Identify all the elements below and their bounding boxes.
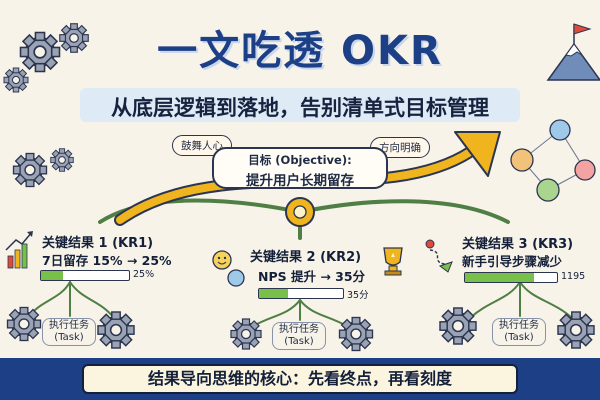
kr3-progress-bar: [464, 272, 558, 283]
task-label: 执行任务 (Task): [492, 318, 546, 346]
smiley-icon: [212, 250, 245, 287]
speech-bubble-left: 鼓舞人心: [172, 135, 232, 156]
kr2-title: 关键结果 2 (KR2): [250, 250, 362, 265]
objective-label: 目标 (Objective):: [248, 153, 352, 167]
route-icon: [425, 239, 453, 273]
objective-text: 提升用户长期留存: [246, 173, 354, 189]
kr1-metric: 7日留存 15% → 25%: [42, 253, 172, 268]
kr1-progress-bar: [40, 270, 130, 281]
mountain-flag-icon: [546, 23, 600, 81]
page-subtitle: 从底层逻辑到落地，告别清单式目标管理: [111, 96, 489, 120]
gear-icon: [12, 148, 74, 188]
kr2-progress-fill: [259, 289, 289, 298]
footer-slogan: 结果导向思维的核心：先看终点，再看刻度: [82, 364, 518, 394]
person-icon: [510, 119, 596, 202]
kr3-progress-label: 1195: [561, 271, 586, 282]
kr3-metric: 新手引导步骤减少: [462, 254, 563, 269]
kr3-progress-fill: [465, 273, 534, 282]
kr2-progress-bar: [258, 288, 344, 299]
chart-icon: [5, 231, 33, 269]
kr1-progress-fill: [41, 271, 63, 280]
objective-box: 目标 (Objective): 提升用户长期留存: [212, 147, 388, 189]
task-label: 执行任务 (Task): [272, 322, 326, 350]
kr1-title: 关键结果 1 (KR1): [42, 236, 154, 251]
kr1-progress-label: 25%: [133, 269, 155, 280]
subtitle-band: [80, 88, 520, 122]
kr2-metric: NPS 提升 → 35分: [258, 269, 366, 284]
page-title: 一文吃透 OKR: [157, 28, 443, 74]
task-label: 执行任务 (Task): [42, 318, 96, 346]
trophy-icon: [383, 247, 403, 276]
central-hub-icon: [285, 197, 315, 227]
kr2-progress-label: 35分: [347, 290, 369, 301]
kr3-title: 关键结果 3 (KR3): [462, 237, 574, 252]
